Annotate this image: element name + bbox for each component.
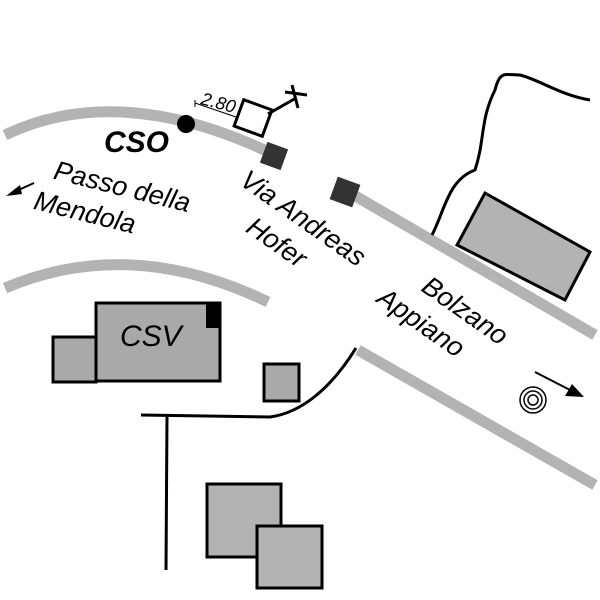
road-passo-mendola	[2, 106, 278, 160]
distance-label: 2.80	[198, 88, 238, 117]
building-small	[262, 362, 301, 403]
footpath	[140, 347, 358, 419]
stop-marker	[329, 176, 361, 208]
arrow-left-icon	[6, 182, 35, 196]
label-csv: CSV	[120, 320, 185, 353]
building-annex	[51, 335, 98, 384]
distance-line	[194, 102, 237, 118]
stop-marker	[259, 141, 289, 171]
road-via-hofer	[342, 185, 598, 340]
building-csv	[94, 301, 222, 383]
building	[255, 524, 324, 590]
csv-corner-marker	[206, 303, 219, 328]
cso-point-icon	[177, 115, 195, 133]
label-cso: CSO	[104, 126, 169, 159]
target-icon	[519, 386, 547, 414]
road-lower-curve	[2, 259, 271, 307]
terrain-line	[430, 72, 591, 236]
camera-marker-icon	[232, 84, 308, 139]
road-lower-diagonal	[355, 345, 598, 490]
footpath-vertical	[164, 415, 169, 571]
building	[454, 190, 593, 303]
arrow-right-icon	[534, 371, 584, 397]
